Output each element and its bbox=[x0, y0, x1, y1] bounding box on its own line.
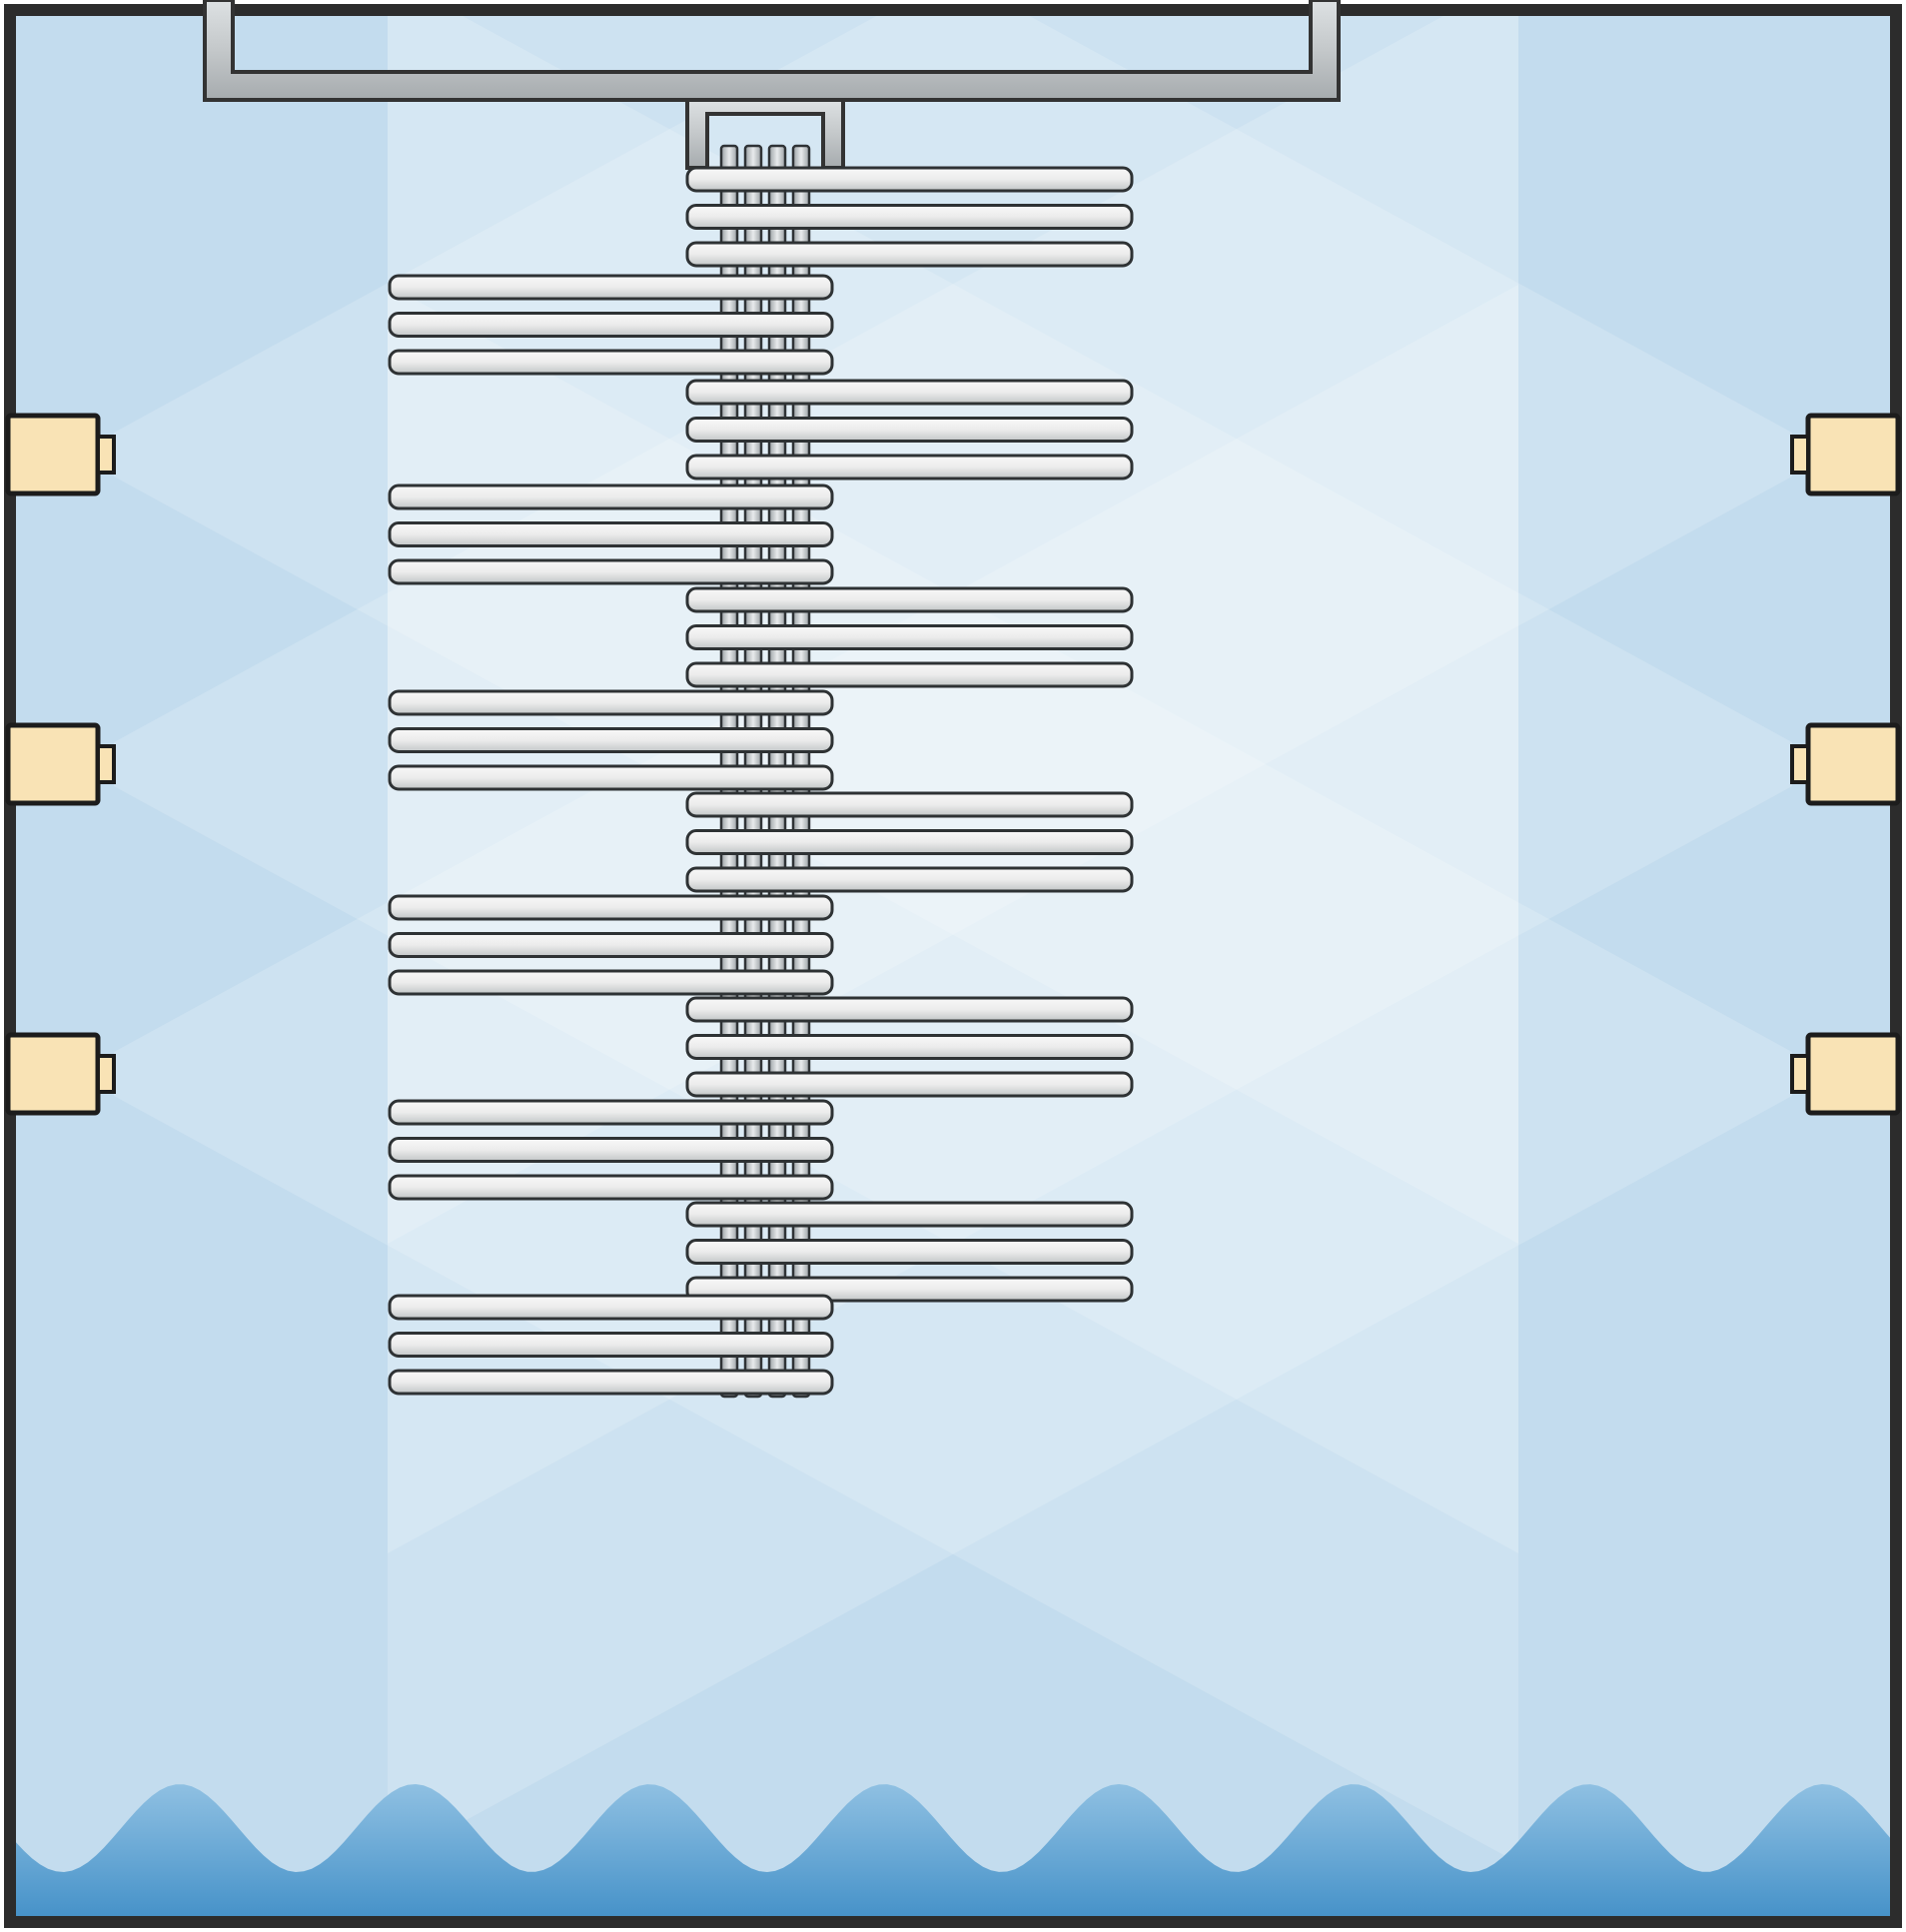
part-bar-g9-1 bbox=[685, 996, 1134, 1023]
part-bar-g12-3 bbox=[388, 1369, 834, 1396]
part-bar-g8-3 bbox=[388, 969, 834, 996]
part-bar-g7-3 bbox=[685, 866, 1134, 893]
part-bar-g4-2 bbox=[388, 521, 834, 547]
part-bar-g11-1 bbox=[685, 1201, 1134, 1228]
part-bar-g6-2 bbox=[388, 727, 834, 753]
part-bar-g12-2 bbox=[388, 1332, 834, 1358]
nozzle-right-1-tip bbox=[1790, 435, 1810, 475]
part-bar-g2-1 bbox=[388, 274, 834, 301]
hanger-rail bbox=[203, 0, 1341, 102]
part-bar-g2-3 bbox=[388, 349, 834, 376]
nozzle-left-2-tip bbox=[96, 744, 116, 784]
part-bar-g1-1 bbox=[685, 166, 1134, 193]
part-bar-g2-2 bbox=[388, 312, 834, 338]
nozzle-right-2-tip bbox=[1790, 744, 1810, 784]
part-bar-g5-2 bbox=[685, 624, 1134, 650]
nozzle-left-1 bbox=[5, 413, 101, 496]
part-bar-g1-2 bbox=[685, 204, 1134, 230]
nozzle-right-1 bbox=[1805, 413, 1901, 496]
water-surface bbox=[10, 1784, 1896, 1922]
part-bar-g11-2 bbox=[685, 1239, 1134, 1265]
part-bar-g9-3 bbox=[685, 1071, 1134, 1098]
part-bar-g10-1 bbox=[388, 1099, 834, 1126]
part-bar-g10-3 bbox=[388, 1174, 834, 1201]
part-bar-g1-3 bbox=[685, 241, 1134, 268]
water-pool bbox=[10, 1784, 1896, 1922]
part-bar-g8-2 bbox=[388, 932, 834, 958]
nozzles bbox=[5, 413, 1901, 1116]
part-bar-g3-2 bbox=[685, 417, 1134, 443]
part-bar-g7-1 bbox=[685, 791, 1134, 818]
nozzle-left-3-tip bbox=[96, 1054, 116, 1094]
nozzle-right-3 bbox=[1805, 1032, 1901, 1116]
part-bar-g9-2 bbox=[685, 1034, 1134, 1060]
part-bar-g10-2 bbox=[388, 1137, 834, 1163]
part-bar-g3-1 bbox=[685, 379, 1134, 406]
nozzle-right-2 bbox=[1805, 722, 1901, 806]
part-bar-g8-1 bbox=[388, 894, 834, 921]
nozzle-right-3-tip bbox=[1790, 1054, 1810, 1094]
part-bar-g4-3 bbox=[388, 558, 834, 585]
part-bar-g6-1 bbox=[388, 689, 834, 716]
part-bar-g5-3 bbox=[685, 661, 1134, 688]
part-bar-g7-2 bbox=[685, 829, 1134, 855]
part-bar-g6-3 bbox=[388, 764, 834, 791]
nozzle-left-1-tip bbox=[96, 435, 116, 475]
part-bar-g4-1 bbox=[388, 483, 834, 510]
nozzle-left-3 bbox=[5, 1032, 101, 1116]
chamber-frame bbox=[4, 4, 1902, 1928]
nozzle-left-2 bbox=[5, 722, 101, 806]
part-bars bbox=[388, 166, 1134, 1396]
part-bar-g12-1 bbox=[388, 1294, 834, 1321]
part-bar-g3-3 bbox=[685, 454, 1134, 481]
chamber-background bbox=[10, 10, 1896, 1922]
part-bar-g5-1 bbox=[685, 586, 1134, 613]
